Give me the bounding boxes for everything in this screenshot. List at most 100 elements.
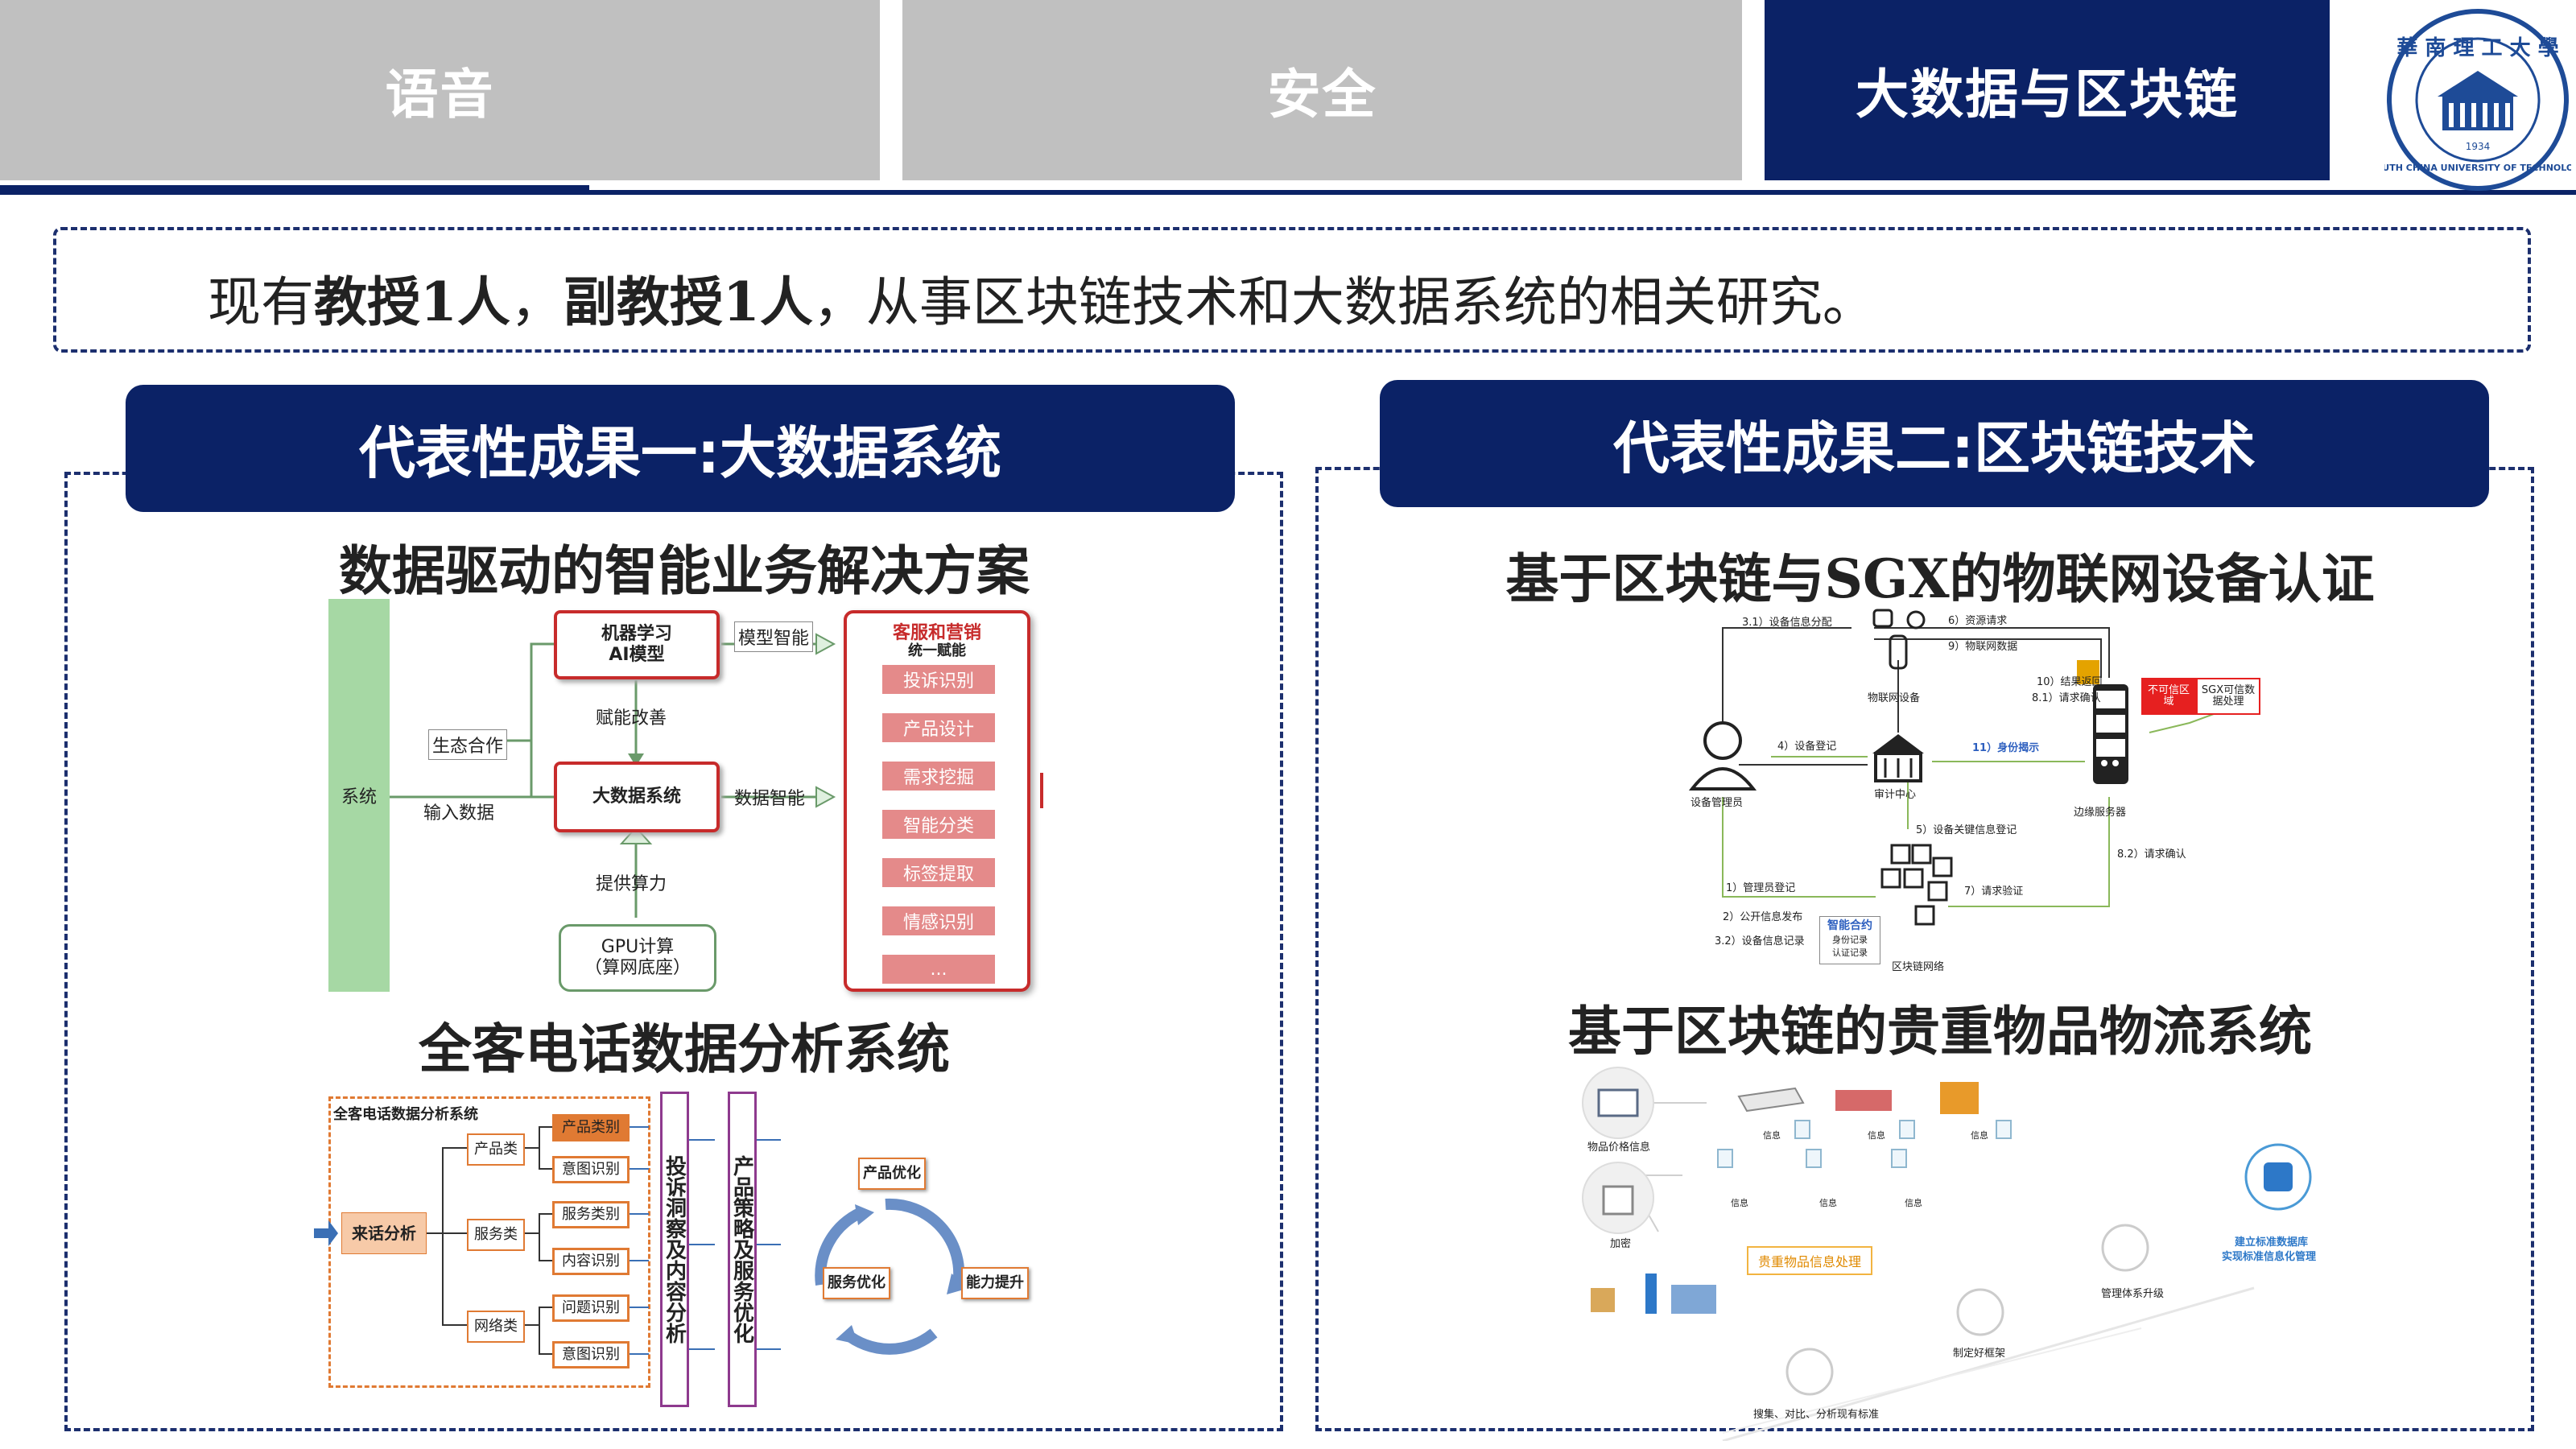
iot-label-11: 11）身份揭示: [1972, 742, 2040, 754]
svg-text:SOUTH CHINA UNIVERSITY OF TECH: SOUTH CHINA UNIVERSITY OF TECHNOLOGY: [2384, 163, 2571, 173]
sub-network-problem: 问题识别: [552, 1294, 630, 1322]
sub-product-category: 产品类别: [552, 1114, 630, 1141]
svg-text:1934: 1934: [2466, 141, 2491, 152]
logistics-info-2: 信息: [1868, 1130, 1885, 1141]
iot-admin-label: 设备管理员: [1690, 797, 1744, 809]
logistics-info-3: 信息: [1971, 1130, 1988, 1141]
logistics-search-label: 搜集、对比、分析现有标准: [1753, 1409, 1880, 1421]
ml-line2: AI模型: [609, 645, 665, 665]
tab-bigdata-blockchain[interactable]: 大数据与区块链: [1765, 0, 2330, 180]
logistics-info-4: 信息: [1731, 1198, 1748, 1208]
cycle-capability: 能力提升: [961, 1267, 1029, 1299]
red-marker: [1040, 773, 1043, 808]
iot-edge-label: 边缘服务器: [2074, 807, 2127, 819]
sub-network-intent: 意图识别: [552, 1341, 630, 1368]
contract-sub2: 认证记录: [1832, 947, 1868, 958]
intro-part: ，从事区块链技术和大数据系统的相关研究。: [812, 271, 1876, 333]
sgx-zone: SGX可信数据处理: [2196, 678, 2260, 715]
group-service: 服务类: [467, 1219, 525, 1251]
iot-auth-diagram: 3.1）设备信息分配 6）资源请求 9）物联网数据 物联网设备 10）结果返回 …: [1674, 604, 2286, 982]
frame-label: 全客电话数据分析系统: [333, 1106, 478, 1123]
iot-chain-label: 区块链网络: [1892, 961, 1945, 973]
iot-label-6: 6）资源请求: [1948, 615, 2008, 627]
right-title-2: 基于区块链的贵重物品物流系统: [1568, 1001, 2312, 1063]
right-title-1: 基于区块链与SGX的物联网设备认证: [1505, 547, 2375, 610]
panel-title: 客服和营销: [892, 623, 981, 643]
iot-label-5: 5）设备关键信息登记: [1916, 824, 2017, 836]
logistics-price-label: 物品价格信息: [1587, 1141, 1651, 1154]
tab-active-underline: [0, 185, 589, 195]
panel-item-0: 投诉识别: [882, 665, 995, 694]
svg-text:華 南 理 工 大 學: 華 南 理 工 大 學: [2396, 36, 2558, 60]
iot-label-9: 9）物联网数据: [1948, 641, 2018, 653]
intro-professor: 教授1人: [314, 270, 510, 333]
iot-label-82: 8.2）请求确认: [2117, 848, 2186, 861]
panel-item-1: 产品设计: [882, 713, 995, 742]
label-compute: 提供算力: [596, 874, 667, 894]
panel-item-6: ...: [882, 955, 995, 984]
iot-label-7: 7）请求验证: [1964, 886, 2024, 898]
iot-device-label: 物联网设备: [1868, 692, 1921, 704]
sub-service-category: 服务类别: [552, 1201, 630, 1228]
logistics-info-1: 信息: [1763, 1130, 1781, 1141]
cycle-service-opt: 服务优化: [823, 1267, 890, 1299]
iot-label-32: 3.2）设备信息记录: [1715, 935, 1805, 947]
gpu-box: GPU计算（算网底座）: [559, 924, 716, 992]
logistics-standard-1: 建立标准数据库: [2235, 1236, 2309, 1249]
incoming-call-box: 来话分析: [341, 1212, 427, 1254]
logistics-info-6: 信息: [1905, 1198, 1922, 1208]
call-analysis-connectors: [314, 1126, 969, 1355]
iot-connectors: [1688, 609, 2248, 926]
system-bar: 系统: [328, 599, 390, 992]
iot-label-10: 10）结果返回: [2037, 676, 2103, 688]
intro-box: [53, 227, 2531, 353]
logistics-diagram: 物品价格信息 加密 信息 信息 信息 信息 信息 信息 贵重物品信息处理 管理体…: [1562, 1055, 2367, 1441]
ml-line1: 机器学习: [601, 623, 672, 644]
logistics-encrypt-label: 加密: [1610, 1238, 1632, 1250]
panel-subtitle: 统一赋能: [908, 642, 966, 659]
sub-service-content: 内容识别: [552, 1248, 630, 1275]
service-panel: 客服和营销 统一赋能 投诉识别 产品设计 需求挖掘 智能分类 标签提取 情感识别…: [844, 610, 1030, 992]
left-title-1: 数据驱动的智能业务解决方案: [339, 540, 1030, 602]
iot-label-2: 2）公开信息发布: [1723, 911, 1803, 923]
tab-voice[interactable]: 语音: [0, 0, 880, 180]
label-model-intelligence: 模型智能: [734, 621, 814, 652]
gpu-line1: GPU计算: [601, 936, 675, 957]
panel-item-4: 标签提取: [882, 858, 995, 887]
iot-audit-label: 审计中心: [1874, 789, 1917, 801]
sub-product-intent: 意图识别: [552, 1156, 630, 1183]
big-data-system-box: 大数据系统: [554, 762, 720, 832]
label-input: 输入数据: [423, 803, 495, 824]
intro-text: 现有教授1人，副教授1人，从事区块链技术和大数据系统的相关研究。: [208, 259, 1876, 336]
iot-label-31: 3.1）设备信息分配: [1742, 617, 1832, 629]
smart-contract-box: 智能合约 身份记录 认证记录: [1819, 916, 1880, 964]
intro-part: ，: [510, 271, 564, 333]
intro-part: 现有: [208, 271, 314, 333]
logistics-framework-label: 制定好框架: [1953, 1348, 2006, 1360]
cycle-product-opt: 产品优化: [858, 1158, 926, 1190]
group-product: 产品类: [467, 1133, 525, 1166]
tab-divider: [0, 190, 2576, 195]
gpu-line2: （算网底座）: [584, 958, 691, 978]
left-title-2: 全客电话数据分析系统: [419, 1018, 950, 1080]
untrusted-zone: 不可信区域: [2141, 678, 2196, 715]
logistics-standard-2: 实现标准信息化管理: [2222, 1251, 2317, 1263]
iot-label-4: 4）设备登记: [1777, 741, 1837, 753]
group-network: 网络类: [467, 1311, 525, 1343]
panel-item-2: 需求挖掘: [882, 762, 995, 791]
left-panel-header: 代表性成果一:大数据系统: [126, 385, 1235, 512]
logistics-graphics: [1582, 1067, 2312, 1441]
contract-title: 智能合约: [1827, 919, 1872, 932]
logistics-process-box: 贵重物品信息处理: [1747, 1246, 1872, 1275]
contract-sub1: 身份记录: [1832, 935, 1868, 945]
logistics-info-5: 信息: [1819, 1198, 1837, 1208]
iot-label-81: 8.1）请求确认: [2032, 692, 2101, 704]
label-empower: 赋能改善: [596, 708, 667, 729]
label-data-intelligence: 数据智能: [734, 789, 806, 809]
panel-item-3: 智能分类: [882, 810, 995, 839]
tab-security[interactable]: 安全: [902, 0, 1742, 180]
label-eco: 生态合作: [428, 729, 508, 760]
iot-label-1: 1）管理员登记: [1726, 882, 1796, 894]
right-panel-header: 代表性成果二:区块链技术: [1380, 380, 2489, 507]
column-product-strategy: 产品策略及服务优化: [728, 1092, 757, 1407]
